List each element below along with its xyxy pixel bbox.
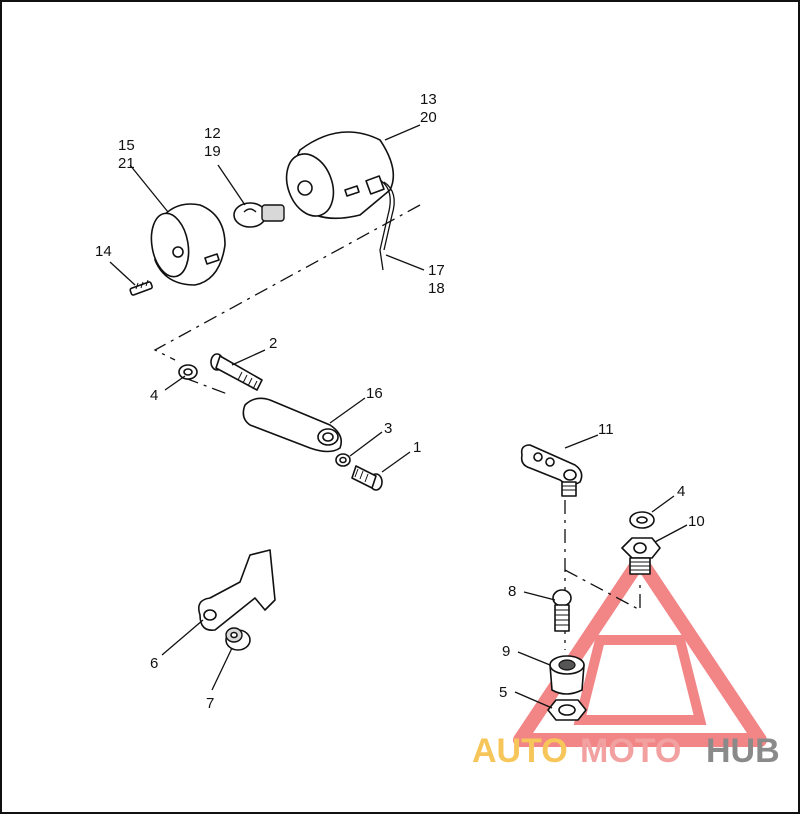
lamp-bulb bbox=[233, 202, 285, 228]
callout-9: 9 bbox=[502, 643, 510, 660]
bracket-arm-16 bbox=[242, 397, 343, 453]
watermark-text: AUTO MOTO HUB bbox=[472, 732, 780, 770]
callout-17: 17 bbox=[428, 262, 445, 279]
watermark-auto: AUTO bbox=[472, 732, 568, 770]
callout-19: 19 bbox=[204, 143, 221, 160]
callout-8: 8 bbox=[508, 583, 516, 600]
callouts: 15 21 12 19 13 20 14 17 18 2 4 16 3 1 11… bbox=[95, 91, 705, 712]
callout-12: 12 bbox=[204, 125, 221, 142]
assembly-lines bbox=[153, 204, 641, 650]
spacer-9 bbox=[549, 655, 585, 695]
nut-10 bbox=[621, 537, 661, 575]
callout-6: 6 bbox=[150, 655, 158, 672]
callout-16: 16 bbox=[366, 385, 383, 402]
screw-14 bbox=[129, 279, 153, 296]
callout-7: 7 bbox=[206, 695, 214, 712]
bolt-2 bbox=[210, 353, 263, 391]
callout-13: 13 bbox=[420, 91, 437, 108]
callout-3: 3 bbox=[384, 420, 392, 437]
callout-4-left: 4 bbox=[150, 387, 158, 404]
watermark-hub: HUB bbox=[706, 732, 780, 770]
leader-lines bbox=[109, 124, 688, 709]
callout-2: 2 bbox=[269, 335, 277, 352]
callout-10: 10 bbox=[688, 513, 705, 530]
lamp-lens-rim bbox=[150, 203, 226, 286]
callout-15: 15 bbox=[118, 137, 135, 154]
watermark-moto: MOTO bbox=[580, 732, 681, 770]
callout-18: 18 bbox=[428, 280, 445, 297]
bracket-11 bbox=[520, 444, 583, 497]
washer-3 bbox=[335, 453, 351, 467]
screw-1 bbox=[351, 465, 383, 491]
stud-8 bbox=[552, 589, 572, 632]
callout-5: 5 bbox=[499, 684, 507, 701]
grommet-7 bbox=[225, 627, 251, 651]
watermark-logo bbox=[513, 553, 767, 747]
bracket-plate-6 bbox=[197, 549, 276, 632]
lock-washer-4-right bbox=[629, 511, 655, 529]
callout-20: 20 bbox=[420, 109, 437, 126]
callout-11: 11 bbox=[598, 421, 614, 438]
callout-4-right: 4 bbox=[677, 483, 685, 500]
callout-14: 14 bbox=[95, 243, 112, 260]
callout-1: 1 bbox=[413, 439, 421, 456]
washer-4-left bbox=[178, 364, 198, 380]
lamp-housing bbox=[285, 131, 395, 271]
hex-nut-5 bbox=[547, 699, 587, 721]
callout-21: 21 bbox=[118, 155, 135, 172]
